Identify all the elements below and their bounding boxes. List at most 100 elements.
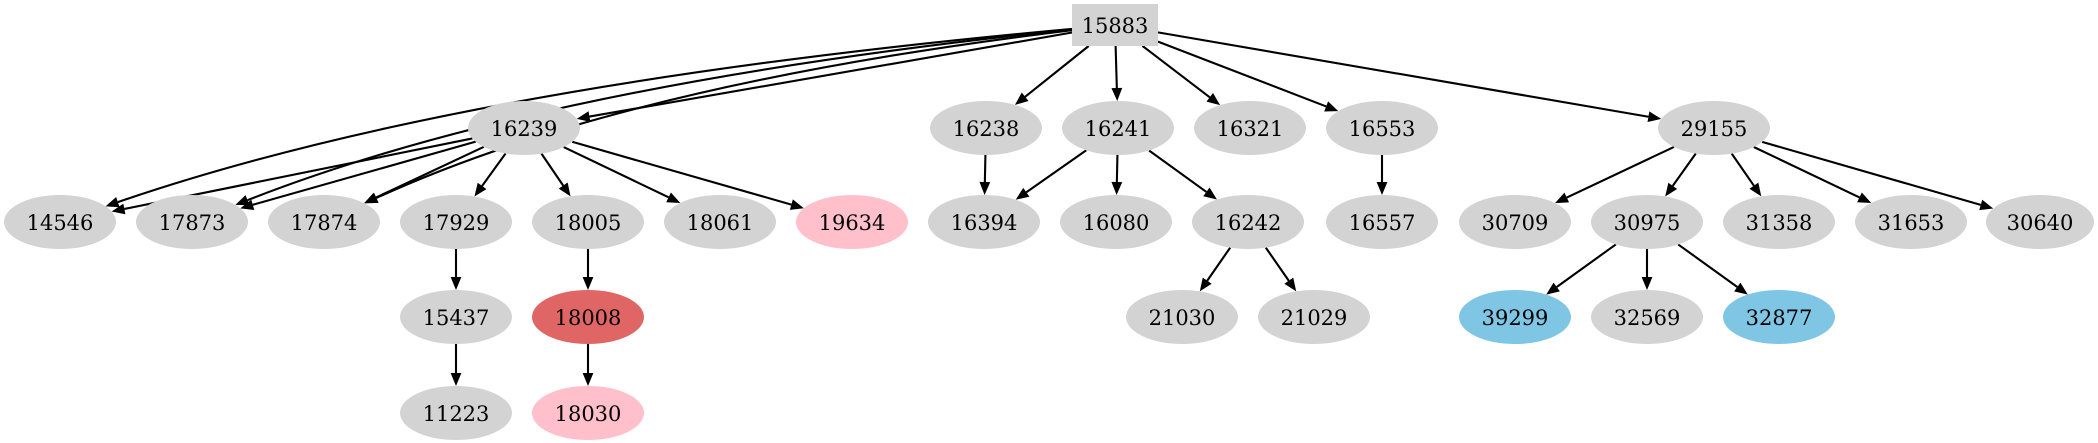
graph-node-21030[interactable]: 21030 — [1126, 290, 1238, 344]
edge-15883-16238 — [1024, 45, 1090, 98]
graph-node-39299[interactable]: 39299 — [1459, 290, 1571, 344]
edge-arrowhead — [1111, 87, 1123, 102]
graph-node-16557[interactable]: 16557 — [1326, 195, 1438, 249]
node-ellipse-16394[interactable] — [928, 195, 1040, 249]
edge-15883-29155 — [1157, 31, 1649, 118]
node-ellipse-18008[interactable] — [532, 290, 644, 344]
graph-node-14546[interactable]: 14546 — [4, 195, 116, 249]
node-ellipse-16553[interactable] — [1326, 101, 1438, 155]
node-ellipse-31653[interactable] — [1855, 195, 1967, 249]
graph-node-21029[interactable]: 21029 — [1258, 290, 1370, 344]
graph-node-29155[interactable]: 29155 — [1658, 101, 1770, 155]
edge-arrowhead — [1203, 187, 1217, 200]
graph-node-16553[interactable]: 16553 — [1326, 101, 1438, 155]
graph-node-17874[interactable]: 17874 — [268, 195, 380, 249]
graph-node-30975[interactable]: 30975 — [1591, 195, 1703, 249]
node-ellipse-19634[interactable] — [796, 195, 908, 249]
edge-arrowhead — [582, 277, 594, 290]
node-ellipse-18030[interactable] — [532, 386, 644, 440]
node-ellipse-16241[interactable] — [1062, 101, 1174, 155]
node-ellipse-11223[interactable] — [400, 386, 512, 440]
node-ellipse-21030[interactable] — [1126, 290, 1238, 344]
graph-node-11223[interactable]: 11223 — [400, 386, 512, 440]
node-ellipse-18061[interactable] — [664, 195, 776, 249]
graph-node-18061[interactable]: 18061 — [664, 195, 776, 249]
graph-node-18005[interactable]: 18005 — [532, 195, 644, 249]
node-ellipse-21029[interactable] — [1258, 290, 1370, 344]
graph-node-19634[interactable]: 19634 — [796, 195, 908, 249]
edge-30975-39299 — [1556, 243, 1617, 288]
node-ellipse-30975[interactable] — [1591, 195, 1703, 249]
edge-arrowhead — [1014, 92, 1029, 105]
graph-node-32569[interactable]: 32569 — [1591, 290, 1703, 344]
edge-arrowhead — [1546, 282, 1560, 295]
graph-node-15437[interactable]: 15437 — [400, 290, 512, 344]
edge-30975-32877 — [1677, 243, 1738, 288]
node-ellipse-30709[interactable] — [1459, 195, 1571, 249]
edge-15883-16321 — [1141, 45, 1211, 99]
edge-arrowhead — [1734, 282, 1748, 295]
edge-16241-16242 — [1148, 149, 1208, 193]
node-ellipse-17873[interactable] — [136, 195, 248, 249]
edge-15883-16241 — [1114, 45, 1118, 89]
node-ellipse-18005[interactable] — [532, 195, 644, 249]
graph-node-31653[interactable]: 31653 — [1855, 195, 1967, 249]
graph-node-16242[interactable]: 16242 — [1192, 195, 1304, 249]
edge-arrowhead — [1857, 192, 1872, 204]
edge-arrowhead — [666, 192, 681, 203]
graph-node-16394[interactable]: 16394 — [928, 195, 1040, 249]
graph-node-30640[interactable]: 30640 — [1986, 195, 2094, 249]
edge-arrowhead — [1749, 182, 1762, 197]
edge-15883-16553 — [1157, 40, 1327, 108]
node-ellipse-14546[interactable] — [4, 195, 116, 249]
node-ellipse-17874[interactable] — [268, 195, 380, 249]
graph-node-16238[interactable]: 16238 — [930, 101, 1042, 155]
node-ellipse-31358[interactable] — [1723, 195, 1835, 249]
graph-node-16239[interactable]: 16239 — [468, 101, 580, 155]
graph-node-15883[interactable]: 15883 — [1072, 4, 1158, 46]
node-ellipse-16321[interactable] — [1194, 101, 1306, 155]
node-ellipse-15437[interactable] — [400, 290, 512, 344]
edge-16238-16394 — [983, 154, 987, 183]
graph-node-18008[interactable]: 18008 — [532, 290, 644, 344]
edge-arrowhead — [582, 373, 594, 386]
edge-16239-17929 — [481, 152, 507, 187]
node-ellipse-16080[interactable] — [1060, 195, 1172, 249]
edge-15883-17873 — [247, 28, 1073, 202]
edge-arrowhead — [1555, 192, 1570, 204]
node-ellipse-39299[interactable] — [1459, 290, 1571, 344]
edge-arrowhead — [364, 192, 379, 204]
node-ellipse-17929[interactable] — [400, 195, 512, 249]
edge-layer — [105, 27, 1994, 386]
node-ellipse-16238[interactable] — [930, 101, 1042, 155]
node-ellipse-29155[interactable] — [1658, 101, 1770, 155]
edge-arrowhead — [450, 277, 462, 290]
node-ellipse-16242[interactable] — [1192, 195, 1304, 249]
edge-arrowhead — [1199, 277, 1212, 292]
node-ellipse-30640[interactable] — [1986, 195, 2094, 249]
node-box-15883[interactable] — [1072, 4, 1158, 46]
graph-node-18030[interactable]: 18030 — [532, 386, 644, 440]
edge-16239-18005 — [540, 153, 565, 187]
edge-15883-16239 — [589, 31, 1073, 118]
graph-node-17929[interactable]: 17929 — [400, 195, 512, 249]
edge-16241-16080 — [1115, 154, 1119, 183]
edge-arrowhead — [558, 182, 571, 197]
node-ellipse-32569[interactable] — [1591, 290, 1703, 344]
graph-node-17873[interactable]: 17873 — [136, 195, 248, 249]
graph-node-16080[interactable]: 16080 — [1060, 195, 1172, 249]
edge-arrowhead — [789, 199, 804, 210]
node-ellipse-16557[interactable] — [1326, 195, 1438, 249]
node-ellipse-32877[interactable] — [1723, 290, 1835, 344]
graph-node-32877[interactable]: 32877 — [1723, 290, 1835, 344]
node-ellipse-16239[interactable] — [468, 101, 580, 155]
edge-arrowhead — [576, 111, 591, 122]
graph-node-16321[interactable]: 16321 — [1194, 101, 1306, 155]
edge-15883-14546 — [117, 27, 1073, 204]
graph-node-31358[interactable]: 31358 — [1723, 195, 1835, 249]
edge-arrowhead — [450, 373, 462, 386]
graph-node-16241[interactable]: 16241 — [1062, 101, 1174, 155]
graph-node-30709[interactable]: 30709 — [1459, 195, 1571, 249]
